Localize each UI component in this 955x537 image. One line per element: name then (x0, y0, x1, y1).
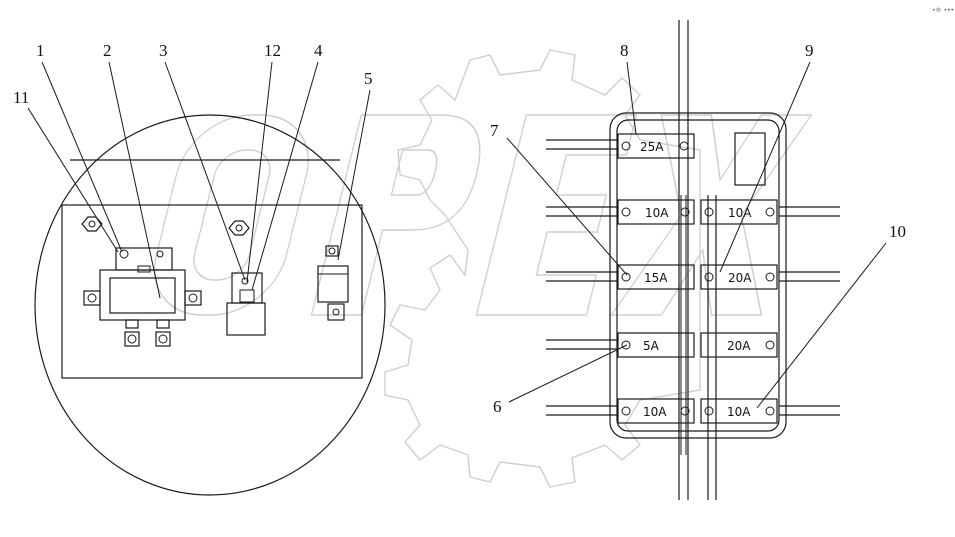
fuse-15a: 15A (617, 264, 695, 290)
relay-5 (317, 245, 349, 321)
rail-b (707, 195, 717, 500)
callout-3: 3 (159, 41, 168, 60)
callout-9: 9 (805, 41, 814, 60)
detail-ellipse (34, 114, 386, 496)
fuse-10a-left-bottom: 10A (617, 398, 695, 424)
fuse-box: 25A 10A 10A 15A 20A 5A (546, 20, 840, 500)
fuse-10a-right-bottom-rating: 10A (727, 405, 751, 419)
fuse-20a-bottom-rating: 20A (727, 339, 751, 353)
rail-a (678, 20, 689, 500)
watermark-gear (384, 49, 701, 488)
callout-11: 11 (13, 88, 29, 107)
small-relay (226, 272, 266, 336)
bolt-left (81, 216, 103, 232)
callout-10: 10 (889, 222, 906, 241)
bolt-center (228, 220, 250, 236)
callout-12: 12 (264, 41, 281, 60)
callout-8: 8 (620, 41, 629, 60)
fuse-25a-rating: 25A (640, 140, 664, 154)
callout-6: 6 (493, 397, 502, 416)
callout-2: 2 (103, 41, 112, 60)
left-relay-assembly (34, 114, 386, 496)
fuse-20a-top: 20A (700, 264, 778, 290)
fuse-10a-right-bottom: 10A (700, 398, 778, 424)
fuse-20a-top-rating: 20A (728, 271, 752, 285)
mounting-plate (61, 204, 363, 379)
leader-lines (27, 61, 887, 409)
relay-terminal-11 (119, 249, 129, 259)
fuse-15a-rating: 15A (644, 271, 668, 285)
fuse-10a-left-top: 10A (617, 199, 695, 225)
callout-7: 7 (490, 121, 499, 140)
main-relay (83, 247, 202, 347)
fuse-25a: 25A (617, 133, 695, 159)
watermark-logo (153, 114, 813, 316)
fuse-10a-left-bottom-rating: 10A (643, 405, 667, 419)
fuse-20a-bottom: 20A (700, 332, 778, 358)
fuse-5a-rating: 5A (643, 339, 660, 353)
small-relay-terminal (241, 277, 249, 285)
callout-5: 5 (364, 69, 373, 88)
fuse-10a-right-top: 10A (700, 199, 778, 225)
callout-4: 4 (314, 41, 323, 60)
corner-mark: •® ••• (932, 7, 954, 14)
fuse-10a-right-top-rating: 10A (728, 206, 752, 220)
fuse-10a-left-top-rating: 10A (645, 206, 669, 220)
callout-1: 1 (36, 41, 45, 60)
fuse-box-clip (734, 132, 766, 186)
fuse-5a: 5A (617, 332, 695, 358)
callouts: 1 2 3 12 4 5 11 8 9 7 10 6 (13, 41, 906, 416)
